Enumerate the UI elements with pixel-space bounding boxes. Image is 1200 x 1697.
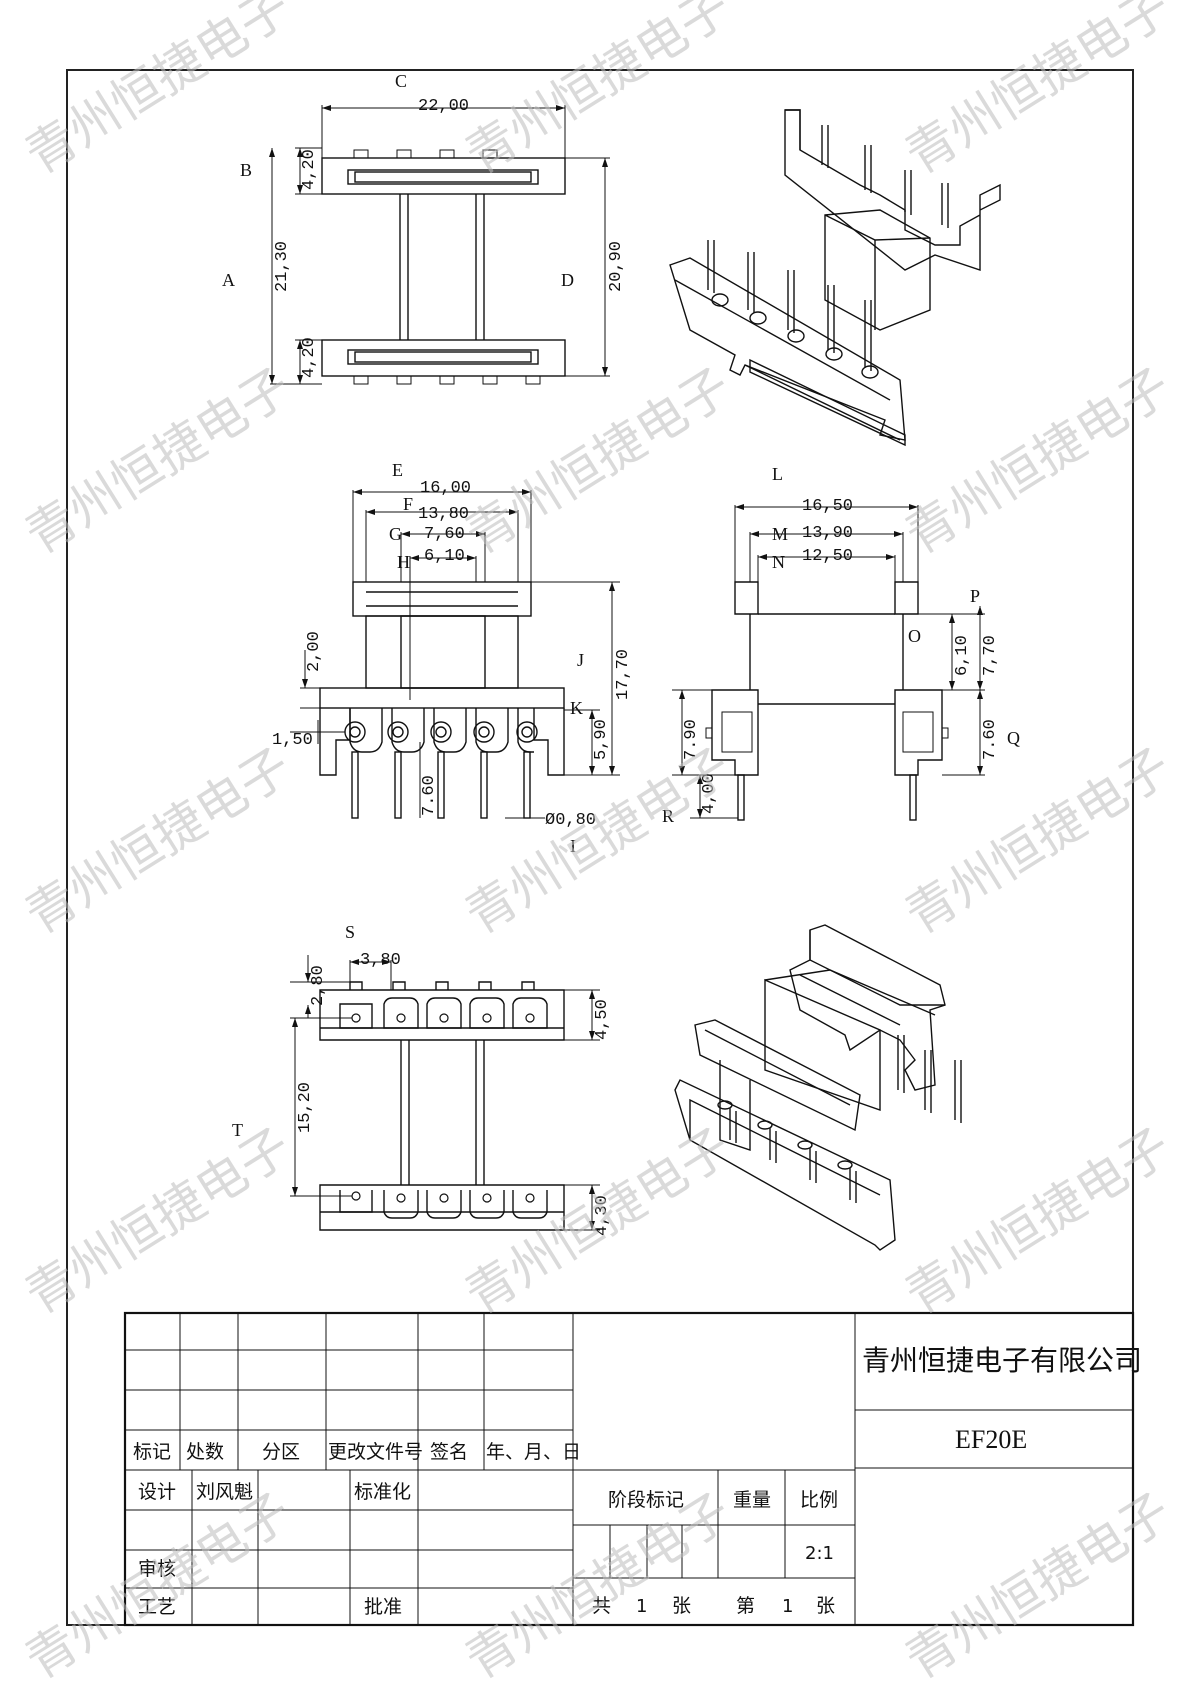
rev-header-mark: 标记 bbox=[133, 1441, 171, 1463]
rev-header-doc: 更改文件号 bbox=[328, 1441, 423, 1463]
dim-4-00: 4,00 bbox=[700, 773, 719, 814]
dim-3-80: 3,80 bbox=[360, 951, 401, 970]
label-E: E bbox=[392, 460, 403, 480]
dim-w2: 13,80 bbox=[418, 505, 469, 524]
model-number: EF20E bbox=[955, 1425, 1027, 1454]
label-B: B bbox=[240, 160, 252, 180]
scale-label: 比例 bbox=[800, 1489, 838, 1511]
watermark-text: 青州恒捷电子 bbox=[896, 357, 1181, 565]
dim-4-50: 4,50 bbox=[593, 999, 612, 1040]
front-view: E 16,00 F 13,80 G 7,60 H 6,10 bbox=[272, 460, 633, 856]
dim-height: 21,30 bbox=[273, 241, 292, 292]
sheet-unit: 张 bbox=[816, 1595, 835, 1617]
company-name: 青州恒捷电子有限公司 bbox=[862, 1344, 1142, 1377]
watermark-text: 青州恒捷电子 bbox=[896, 0, 1181, 185]
dim-pin-diameter: Ø0,80 bbox=[545, 811, 596, 830]
total-value: 1 bbox=[636, 1596, 647, 1617]
watermark-text: 青州恒捷电子 bbox=[16, 1117, 301, 1325]
dim-2-80: 2,80 bbox=[309, 965, 328, 1006]
label-O: O bbox=[908, 626, 921, 646]
isometric-view-bottom bbox=[674, 924, 962, 1251]
dim-side-w2: 13,90 bbox=[802, 524, 853, 543]
watermark-text: 青州恒捷电子 bbox=[456, 1117, 741, 1325]
watermark-text: 青州恒捷电子 bbox=[16, 357, 301, 565]
dim-w4: 6,10 bbox=[424, 547, 465, 566]
dim-w1: 16,00 bbox=[420, 479, 471, 498]
label-F: F bbox=[403, 494, 413, 514]
label-N: N bbox=[772, 552, 785, 572]
stage-label: 阶段标记 bbox=[608, 1489, 684, 1511]
watermark-text: 青州恒捷电子 bbox=[456, 737, 741, 945]
label-P: P bbox=[970, 586, 980, 606]
isometric-view-top bbox=[669, 109, 1001, 447]
top-view: C 22,00 B A bbox=[222, 71, 626, 385]
designer-name: 刘风魁 bbox=[196, 1481, 253, 1503]
label-G: G bbox=[389, 524, 402, 544]
dim-flange-top: 4,20 bbox=[300, 149, 319, 190]
dim-width: 22,00 bbox=[418, 97, 469, 116]
label-C: C bbox=[395, 71, 407, 91]
dim-w3: 7,60 bbox=[424, 525, 465, 544]
dim-1-50: 1,50 bbox=[272, 731, 313, 750]
label-I: I bbox=[570, 836, 576, 856]
sheet-value: 1 bbox=[782, 1596, 793, 1617]
dim-height2: 20,90 bbox=[607, 241, 626, 292]
label-L: L bbox=[772, 464, 783, 484]
sheet-label: 第 bbox=[736, 1595, 755, 1617]
bottom-view: S 3,80 bbox=[232, 922, 612, 1236]
dim-7-90: 7.90 bbox=[682, 719, 701, 760]
dim-flange-bottom: 4,20 bbox=[300, 337, 319, 378]
side-view: L 16,50 M 13,90 N 12,50 P bbox=[662, 464, 1020, 826]
approve-label: 批准 bbox=[364, 1596, 402, 1618]
watermark-text: 青州恒捷电子 bbox=[896, 1482, 1181, 1690]
label-K: K bbox=[570, 698, 583, 718]
rev-header-count: 处数 bbox=[186, 1441, 224, 1463]
process-label: 工艺 bbox=[138, 1596, 176, 1618]
label-T: T bbox=[232, 1120, 243, 1140]
scale-value: 2:1 bbox=[805, 1543, 834, 1564]
watermark-text: 青州恒捷电子 bbox=[456, 357, 741, 565]
watermark-text: 青州恒捷电子 bbox=[16, 0, 301, 185]
watermark-text: 青州恒捷电子 bbox=[16, 737, 301, 945]
dim-5-90: 5,90 bbox=[592, 719, 611, 760]
rev-header-zone: 分区 bbox=[262, 1441, 300, 1463]
review-label: 审核 bbox=[138, 1558, 176, 1580]
label-A: A bbox=[222, 270, 235, 290]
standardize-label: 标准化 bbox=[354, 1481, 411, 1503]
watermark-text: 青州恒捷电子 bbox=[896, 737, 1181, 945]
watermark-text: 青州恒捷电子 bbox=[456, 0, 741, 185]
dim-7-70: 7,70 bbox=[981, 635, 1000, 676]
watermark-text: 青州恒捷电子 bbox=[456, 1482, 741, 1690]
label-R: R bbox=[662, 806, 674, 826]
title-block: 标记 处数 分区 更改文件号 签名 年、月、日 设计 刘风魁 标准化 审核 工艺… bbox=[123, 1311, 1142, 1627]
rev-header-sign: 签名 bbox=[430, 1441, 468, 1463]
dim-6-10: 6,10 bbox=[953, 635, 972, 676]
rev-header-date: 年、月、日 bbox=[486, 1441, 581, 1463]
dim-7-60-front: 7.60 bbox=[420, 775, 439, 816]
label-D: D bbox=[561, 270, 574, 290]
total-unit: 张 bbox=[672, 1595, 691, 1617]
dim-15-20: 15,20 bbox=[296, 1082, 315, 1133]
design-label: 设计 bbox=[138, 1481, 176, 1503]
dim-17-70: 17,70 bbox=[614, 649, 633, 700]
total-label: 共 bbox=[592, 1595, 611, 1617]
label-H: H bbox=[397, 552, 410, 572]
label-J: J bbox=[577, 650, 584, 670]
label-Q: Q bbox=[1007, 728, 1020, 748]
dim-side-w1: 16,50 bbox=[802, 497, 853, 516]
label-S: S bbox=[345, 922, 355, 942]
dim-2-00: 2,00 bbox=[305, 631, 324, 672]
dim-4-30: 4,30 bbox=[593, 1195, 612, 1236]
weight-label: 重量 bbox=[733, 1489, 771, 1511]
watermark-text: 青州恒捷电子 bbox=[896, 1117, 1181, 1325]
dim-7-60-side: 7.60 bbox=[981, 719, 1000, 760]
dim-side-w3: 12,50 bbox=[802, 547, 853, 566]
